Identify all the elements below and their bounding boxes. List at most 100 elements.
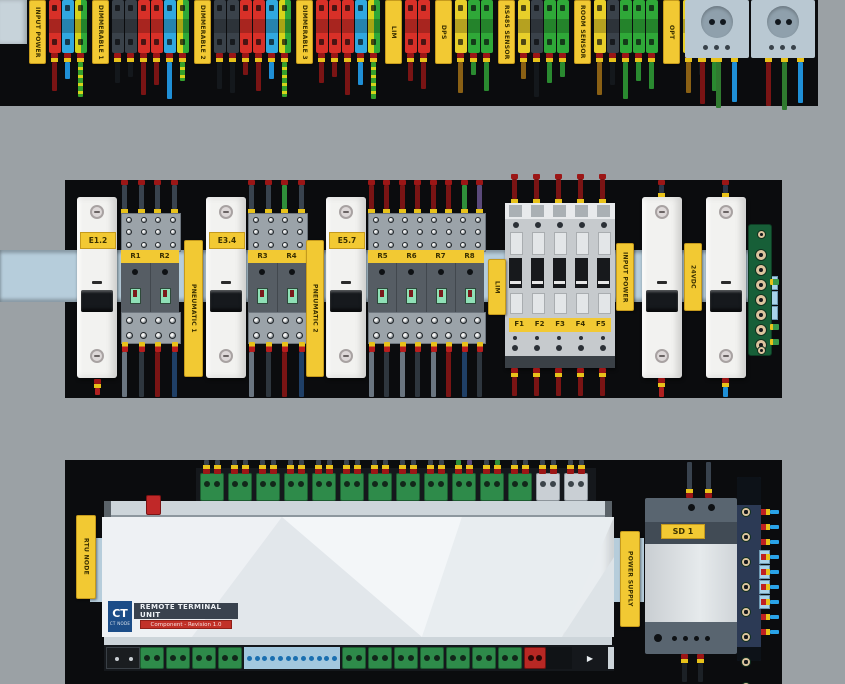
terminal-slot (319, 39, 324, 45)
terminal-block-green (557, 0, 569, 53)
fuse-tab (509, 205, 522, 217)
terminal-screw (387, 332, 394, 339)
wire-body (446, 185, 451, 209)
terminal-wire (596, 53, 603, 95)
wire-body (431, 352, 436, 397)
terminal-screw (253, 217, 259, 223)
wire-part (319, 62, 324, 83)
wire-body (512, 179, 517, 199)
breaker-toggle[interactable] (330, 290, 362, 312)
navy-terminal[interactable] (741, 582, 751, 592)
relay-button[interactable] (408, 269, 414, 275)
breaker-screw (655, 205, 669, 219)
fuse-window[interactable] (553, 258, 566, 288)
relay-button[interactable] (259, 269, 265, 275)
power-socket[interactable] (751, 0, 815, 58)
fuse-window[interactable] (531, 258, 544, 288)
power-socket[interactable] (685, 0, 749, 58)
socket-screw (714, 45, 719, 50)
wire-body (716, 62, 721, 108)
wire-ferrule-band (476, 209, 483, 213)
relay-button[interactable] (467, 269, 473, 275)
relay-ferrule (172, 342, 178, 352)
socket-wire (765, 58, 772, 106)
wire-ferrule-band (414, 209, 421, 213)
terminal-screw (431, 217, 437, 223)
fuse-label: F1 (509, 318, 529, 332)
fuse-window[interactable] (509, 258, 522, 288)
breaker-toggle[interactable] (710, 290, 742, 312)
navy-terminal[interactable] (741, 532, 751, 542)
breaker-toggle[interactable] (210, 290, 242, 312)
rtu-title-bar: REMOTE TERMINAL UNIT (134, 603, 238, 619)
navy-wire-stub (761, 614, 779, 620)
terminal-block-red (342, 0, 354, 53)
breaker-screw (219, 205, 233, 219)
socket-hole (709, 19, 715, 25)
wire-part (269, 62, 274, 79)
terminal-slot (358, 5, 363, 11)
navy-terminal[interactable] (741, 657, 751, 667)
stub-blue (770, 570, 779, 574)
relay-button[interactable] (379, 269, 385, 275)
rtu-top-wire (438, 460, 445, 474)
breaker-toggle[interactable] (646, 290, 678, 312)
rtu-blue-terminal-strip (244, 647, 340, 669)
relay-status-window (377, 288, 388, 304)
relay-label: R1 (121, 250, 150, 263)
terminal-screw (296, 332, 303, 339)
navy-terminal[interactable] (741, 607, 751, 617)
wire-ferrule-cap (550, 469, 557, 474)
wire-part (65, 62, 70, 79)
terminal-block-unit (226, 0, 239, 93)
wire-ferrule-cap (539, 469, 546, 474)
relay-button[interactable] (132, 269, 138, 275)
wire-part (623, 62, 628, 99)
terminal-wire (114, 53, 121, 83)
wire-part (256, 62, 261, 91)
terminal-block-yellow (455, 0, 467, 53)
terminal-wire (609, 53, 616, 85)
navy-terminal[interactable] (741, 632, 751, 642)
terminal-slot (217, 5, 222, 11)
relay-ferrule (369, 342, 375, 352)
terminal-block-unit (111, 0, 124, 83)
terminal-block-ground (177, 0, 189, 53)
relay-top-wire (138, 180, 145, 213)
connector-screw (354, 481, 360, 487)
fuse-screw (579, 222, 585, 228)
relay-status-window (406, 288, 417, 304)
navy-terminal[interactable] (741, 557, 751, 567)
pcb-stub (770, 324, 779, 330)
terminal-screw (141, 242, 147, 248)
fuse-window[interactable] (597, 258, 610, 288)
fuse-label: F2 (529, 318, 549, 332)
terminal-screw (417, 229, 423, 235)
relay-bottom-wire (121, 352, 128, 397)
terminal-slot (52, 39, 57, 45)
circuit-breaker: E3.4 (206, 197, 246, 378)
stub-blue (770, 615, 779, 619)
fuse-window[interactable] (575, 258, 588, 288)
connector-screw (346, 655, 352, 661)
rtu-top-connector (256, 473, 280, 501)
relay-button[interactable] (438, 269, 444, 275)
relay-bottom-wire (399, 352, 406, 397)
terminal-wire (685, 53, 692, 93)
wire-part (154, 62, 159, 85)
navy-terminal[interactable] (741, 507, 751, 517)
terminal-screw (297, 242, 303, 248)
relay-label: R5 (368, 250, 397, 263)
wire-ferrule-cap (371, 469, 378, 474)
wire-body (172, 352, 177, 397)
breaker-screw (339, 349, 353, 363)
navy-strip-top (737, 477, 761, 505)
rtu-brand: CT (112, 608, 128, 619)
relay-ferrule (446, 342, 452, 352)
connector-screw (382, 481, 388, 487)
navy-wire-stub (761, 509, 779, 515)
relay-button[interactable] (289, 269, 295, 275)
breaker-toggle[interactable] (81, 290, 113, 312)
relay-button[interactable] (162, 269, 168, 275)
terminal-block-unit (367, 0, 380, 99)
